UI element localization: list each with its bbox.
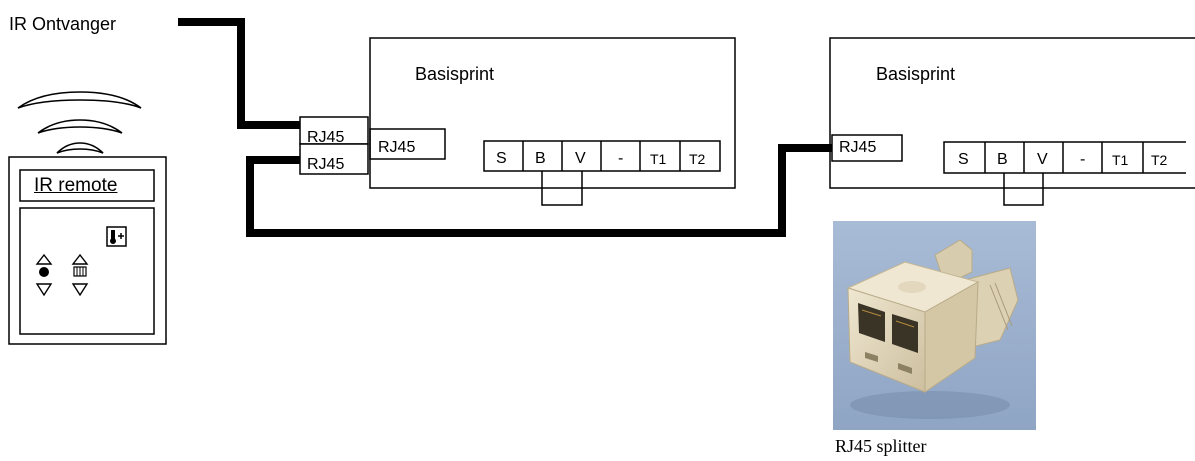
board-2-rj45-label: RJ45 [839,139,877,156]
board-1-bridge-b-v [541,171,583,206]
splitter-port-top-label: RJ45 [307,129,345,146]
board-2-outline [829,37,1195,189]
board-1-rj45-port [369,128,446,160]
board-2-title: Basisprint [876,64,956,84]
board-2-terminal: T2 [1151,152,1168,168]
board-1-terminal: - [618,150,624,167]
board-1-terminal-dividers [522,141,681,171]
thermostat-plus-icon [106,226,127,247]
board-2-terminal-strip [943,141,1186,174]
board-2-terminal: V [1037,151,1048,168]
board-1-terminal-strip [483,140,721,172]
splitter-photo-caption: RJ45 splitter [835,436,927,456]
remote-body [8,156,167,345]
board-2-bridge-b-v [1003,173,1044,206]
ir-wave-small [56,142,104,154]
board-2-terminal: - [1080,151,1086,168]
blind-updown-icon [71,253,89,297]
cable-receiver-to-splitter [178,18,300,129]
cable-splitter-to-board2 [246,144,832,237]
ir-wave-large [17,91,142,109]
board-1-outline [369,37,736,189]
light-dimmer-icon [35,253,53,297]
splitter-port-bottom-label: RJ45 [307,156,345,173]
board-2-terminal: B [997,151,1008,168]
ir-wave-medium [37,119,123,134]
ir-remote-label: IR remote [34,175,118,196]
board-1-rj45-label: RJ45 [378,139,416,156]
splitter-port-top [299,116,369,145]
board-2-terminal: T1 [1112,152,1129,168]
board-1-terminal: S [496,150,507,167]
board-2-terminal-dividers [984,142,1144,173]
rj45-splitter-photo [833,221,1036,430]
board-2-terminal: S [958,151,969,168]
splitter-port-bottom [299,143,369,175]
board-1-terminal: T2 [689,151,706,167]
remote-label-box [19,169,155,202]
board-1-terminal: B [535,150,546,167]
remote-button-panel [19,207,155,335]
ir-receiver-label: IR Ontvanger [9,14,117,34]
board-1-terminal: V [575,150,586,167]
board-1-terminal: T1 [650,151,667,167]
board-1-title: Basisprint [415,64,495,84]
board-2-rj45-port [831,134,903,162]
